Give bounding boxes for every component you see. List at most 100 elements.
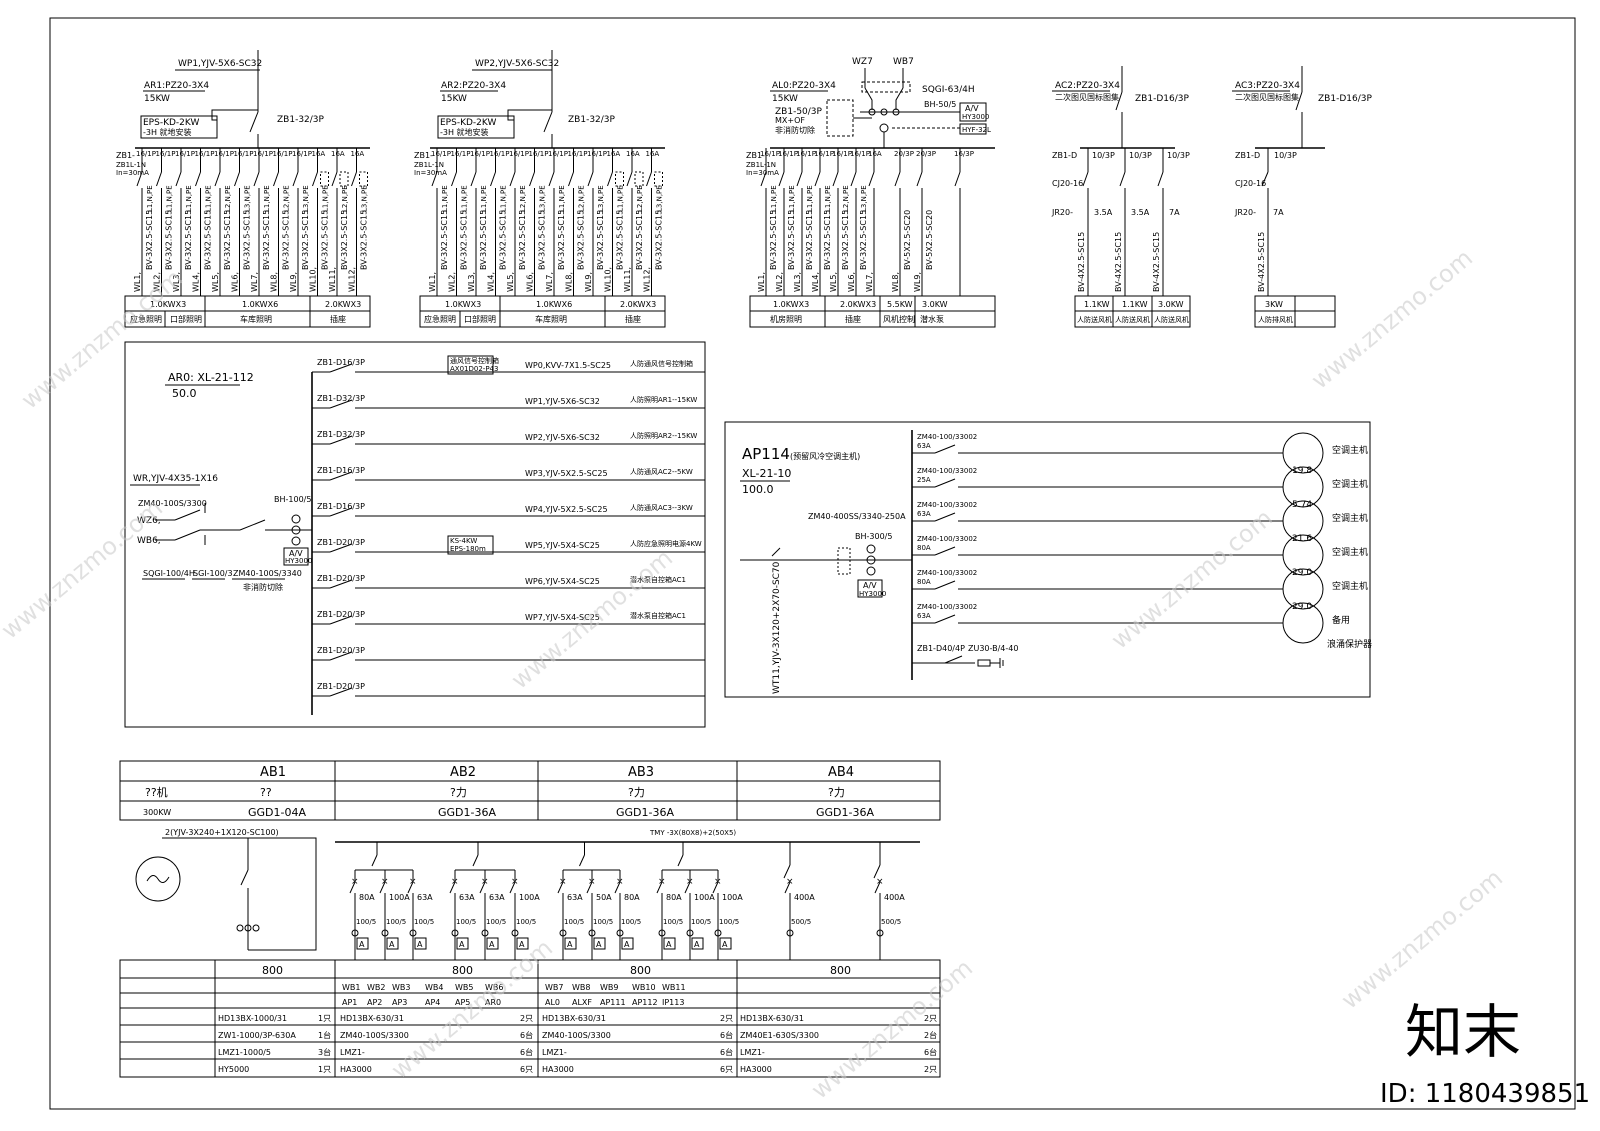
rcd-box: [654, 171, 663, 187]
cabinet-id: AB4: [828, 765, 854, 780]
switch-symbol: [431, 171, 438, 187]
switch-symbol: [529, 171, 535, 187]
ac3-relay-set: 7A: [1273, 208, 1284, 217]
branch-use: 空调主机: [1332, 580, 1368, 592]
phase-label: L2,N,PE: [578, 185, 586, 212]
ac2-branches: 10/3P3.5ABV-4X2.5-SC1510/3P3.5ABV-4X2.5-…: [1077, 148, 1190, 296]
switch-symbol: [490, 171, 496, 187]
branch-note2: AX01D02-P43: [450, 365, 498, 373]
breaker-label: 16/1P: [175, 150, 195, 158]
rating-label: 63A: [489, 893, 505, 902]
cabinet-sub: ?力: [450, 786, 467, 799]
cable-label: BV-3X2.5-SC15: [321, 210, 330, 270]
ar1-incoming: ZB1-: [116, 151, 135, 160]
cable-label: BV-3X2.5-SC15: [243, 210, 252, 270]
circuit-label: WL7,: [250, 272, 259, 292]
equip-qty: 2只: [720, 1014, 733, 1023]
branch-use: 人防通风AC3--3KW: [630, 503, 693, 512]
branch-note: 通风信号控制箱: [450, 356, 499, 365]
breaker-label: 16/1P: [548, 150, 568, 158]
branch-breaker: ZB1-D20/3P: [317, 682, 365, 691]
ac2-load-1: 1.1KW: [1084, 300, 1110, 309]
phase-label: L2,N,PE: [842, 185, 850, 212]
rating-label: 80A: [624, 893, 640, 902]
breaker-symbol: [479, 881, 486, 894]
branch-breaker: ZB1-D20/3P: [317, 610, 365, 619]
ammeter-label: A: [624, 940, 630, 949]
ar2-use-3: 车库照明: [535, 314, 567, 324]
branch-breaker: ZM40-100/33002: [917, 467, 977, 475]
breaker-label: 10/3P: [1092, 151, 1115, 160]
equip-qty: 1只: [318, 1014, 331, 1023]
circuit-bottom: AP112: [632, 998, 658, 1007]
circuit-label: WL8,: [565, 272, 574, 292]
breaker-label: 16/1P: [470, 150, 490, 158]
equip-qty: 6台: [720, 1047, 733, 1057]
rating-label: 63A: [459, 893, 475, 902]
breaker-label: 16/1P: [273, 150, 293, 158]
breaker-symbol: [349, 881, 356, 894]
equip-qty: 2只: [924, 1065, 937, 1074]
ar0-wz: WZ6,: [137, 516, 161, 526]
ct-ratio: 100/5: [621, 918, 641, 926]
relay-setting: 3.5A: [1094, 208, 1113, 217]
al0-ct: BH-50/5: [924, 100, 956, 109]
breaker-symbol: [407, 881, 414, 894]
circuit-label: WL5,: [829, 272, 838, 292]
branch-breaker: ZB1-D20/3P: [317, 538, 365, 547]
branch-value: 5.74: [1292, 500, 1312, 510]
branch-rating: 80A: [917, 578, 931, 586]
ct-symbol: [481, 929, 489, 937]
watermark-id: ID: 1180439851: [1380, 1079, 1590, 1109]
ct-ratio: 100/5: [356, 918, 376, 926]
cabinet-power: 300KW: [143, 808, 171, 817]
branch-cable: WP7,YJV-5X4-SC25: [525, 613, 600, 622]
watermark-site-1: www.znzmo.com: [16, 264, 188, 415]
ct-symbol: [511, 929, 519, 937]
al0-wb: WB7: [893, 57, 914, 67]
cable-label: BV-3X2.5-SC15: [805, 210, 814, 270]
breaker-label: 16/1P: [431, 150, 451, 158]
breaker-symbol: [557, 881, 564, 894]
ct-symbol: [616, 929, 624, 937]
rcd-box: [615, 171, 624, 187]
switch-symbol: [329, 651, 353, 661]
ar1-branches: 16/1PL1,N,PEWL1,BV-3X2.5-SC1516/1PL1,N,P…: [133, 148, 369, 296]
ar2-rcd-note: In=30mA: [414, 169, 447, 177]
circuit-label: WL10,: [604, 267, 613, 292]
watermark-site-5: www.znzmo.com: [386, 934, 558, 1085]
switch-symbol: [1082, 171, 1089, 187]
branch-use: 人防照明AR2--15KW: [630, 431, 697, 440]
phase-label: L2,N,PE: [519, 185, 527, 212]
branch-value: 29.0: [1292, 568, 1312, 578]
circuit-top: WB1: [342, 983, 361, 992]
circuit-label: WL3,: [172, 272, 181, 292]
ar0-zm: ZM40-100S/3340: [233, 569, 302, 578]
switch-symbol: [312, 171, 318, 187]
switch-symbol: [894, 171, 901, 187]
switch-symbol: [548, 171, 555, 187]
switch-symbol: [329, 579, 353, 589]
watermark-site-7: www.znzmo.com: [1336, 864, 1508, 1015]
ac3-relay: JR20-: [1234, 208, 1256, 217]
ct-ratio: 100/5: [719, 918, 739, 926]
cable-label: BV-3X2.5-SC15: [596, 210, 605, 270]
breaker-label: 20/3P: [916, 150, 936, 158]
rating-label: 63A: [567, 893, 583, 902]
phase-label: L1,N,PE: [824, 185, 832, 212]
ct-ratio: 100/5: [414, 918, 434, 926]
ar2-rcd: ZB1L-1N: [414, 161, 444, 169]
ct-symbol: [381, 929, 389, 937]
ammeter-box: [621, 937, 634, 950]
cabinet-model: GGD1-04A: [248, 806, 306, 819]
branch-use: 空调主机: [1332, 444, 1368, 456]
motor-symbol: [1282, 602, 1324, 644]
rcd-box: [339, 171, 349, 187]
phase-label: L3,N,PE: [361, 185, 369, 212]
ar0-non-fire: 非消防切除: [243, 582, 283, 592]
phase-label: L3,N,PE: [656, 185, 664, 212]
breaker-symbol: [784, 881, 791, 894]
circuit-label: WL9,: [913, 272, 922, 292]
al0-load-1: 1.0KWX3: [773, 300, 809, 309]
switchgear-feeders: ×80A100/5A×100A100/5A×63A100/5A×63A100/5…: [349, 842, 905, 960]
